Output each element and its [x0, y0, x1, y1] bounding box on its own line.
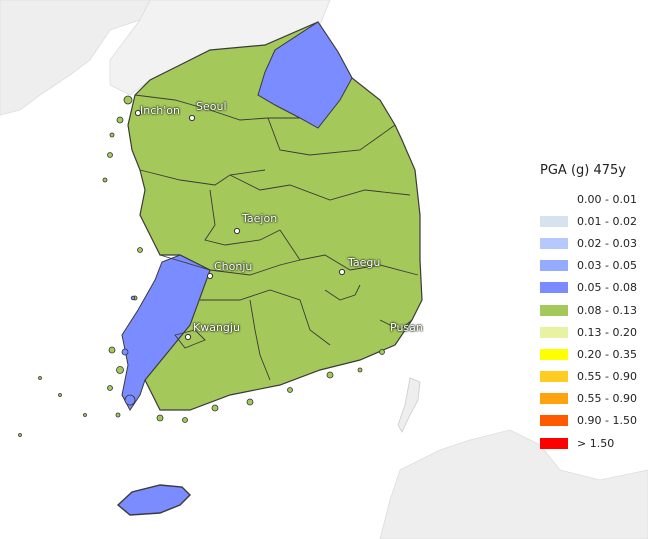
- legend-swatch: [540, 193, 568, 205]
- legend: PGA (g) 475y 0.00 - 0.01 0.01 - 0.02 0.02 …: [540, 163, 648, 454]
- legend-rows: 0.00 - 0.01 0.01 - 0.02 0.02 - 0.03 0.03 - …: [540, 188, 648, 454]
- legend-label: 0.55 - 0.90: [577, 370, 637, 384]
- legend-swatch: [540, 326, 568, 338]
- coastal-islands-blue: [121, 295, 136, 406]
- legend-swatch: [540, 415, 568, 427]
- legend-swatch: [540, 215, 568, 227]
- legend-label: 0.00 - 0.01: [577, 192, 637, 206]
- neighbor-island-tsushima: [397, 377, 421, 433]
- legend-swatch: [540, 393, 568, 405]
- legend-label: 0.02 - 0.03: [577, 236, 637, 250]
- region-jeju: [116, 484, 191, 516]
- city-markers: [134, 109, 346, 341]
- legend-label: 0.01 - 0.02: [577, 214, 637, 228]
- city-label-incheon: Inch'on: [140, 104, 180, 117]
- legend-label: 0.55 - 0.90: [577, 392, 637, 406]
- legend-swatch: [540, 260, 568, 272]
- legend-item: 0.13 - 0.20: [540, 321, 648, 343]
- coastal-islands: [18, 95, 385, 437]
- province-borders: [134, 94, 419, 381]
- legend-label: 0.20 - 0.35: [577, 347, 637, 361]
- legend-item: 0.00 - 0.01: [540, 188, 648, 210]
- legend-swatch: [540, 282, 568, 294]
- legend-swatch: [540, 304, 568, 316]
- city-label-chonju: Chonju: [214, 260, 253, 273]
- legend-label: 0.13 - 0.20: [577, 325, 637, 339]
- legend-item: > 1.50: [540, 432, 648, 454]
- legend-title: PGA (g) 475y: [540, 163, 626, 178]
- region-blue-westcoast: [121, 254, 211, 411]
- legend-label: 0.03 - 0.05: [577, 259, 637, 273]
- city-label-taegu: Taegu: [348, 256, 381, 269]
- legend-item: 0.55 - 0.90: [540, 388, 648, 410]
- legend-swatch: [540, 237, 568, 249]
- legend-item: 0.08 - 0.13: [540, 299, 648, 321]
- legend-item: 0.90 - 1.50: [540, 410, 648, 432]
- legend-item: 0.05 - 0.08: [540, 277, 648, 299]
- city-label-taejon: Taejon: [242, 212, 278, 225]
- legend-item: 0.20 - 0.35: [540, 343, 648, 365]
- neighbor-land-japan: [379, 429, 648, 539]
- legend-item: 0.01 - 0.02: [540, 210, 648, 232]
- legend-label: > 1.50: [577, 436, 615, 450]
- legend-label: 0.90 - 1.50: [577, 414, 637, 428]
- region-green-zone: [127, 21, 423, 411]
- city-label-seoul: Seoul: [196, 100, 227, 113]
- legend-label: 0.05 - 0.08: [577, 281, 637, 295]
- legend-item: 0.03 - 0.05: [540, 255, 648, 277]
- legend-swatch: [540, 437, 568, 449]
- city-label-kwangju: Kwangju: [193, 321, 240, 334]
- legend-swatch: [540, 348, 568, 360]
- legend-swatch: [540, 371, 568, 383]
- legend-label: 0.08 - 0.13: [577, 303, 637, 317]
- legend-item: 0.02 - 0.03: [540, 232, 648, 254]
- city-label-pusan: Pusan: [390, 321, 423, 334]
- legend-item: 0.55 - 0.90: [540, 366, 648, 388]
